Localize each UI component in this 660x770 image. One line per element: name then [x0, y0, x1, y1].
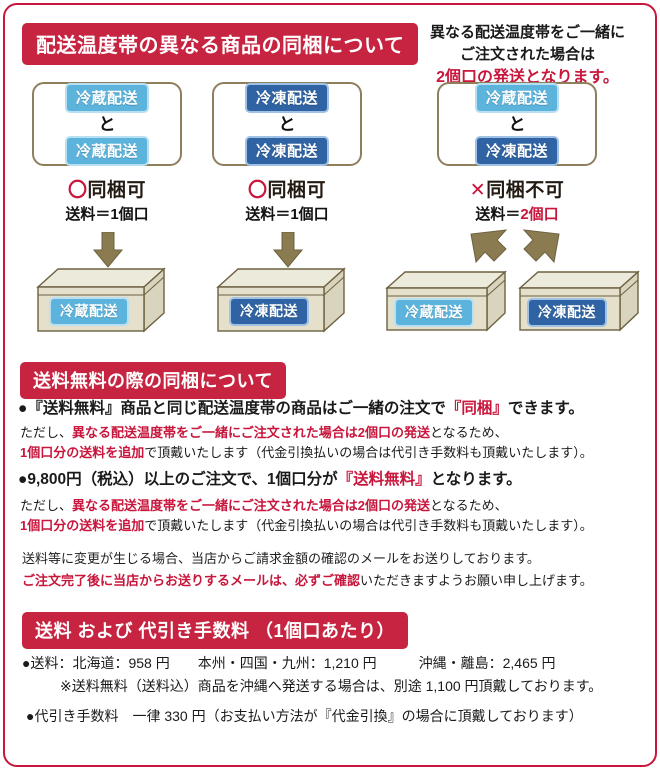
verdict: 〇同梱可 [32, 175, 182, 202]
block2-sub1-c: となるため、 [430, 498, 508, 513]
block1-sub1-a: ただし、 [20, 425, 73, 440]
section3-line2: ※送料無料（送料込）商品を沖縄へ発送する場合は、別途 1,100 円頂戴しており… [60, 678, 603, 694]
verdict: ✕同梱不可 [437, 175, 597, 202]
badge-top: 冷蔵配送 [474, 82, 559, 113]
block1-lead-c: できます。 [507, 400, 584, 417]
block1-lead: ●『送料無料』商品と同じ配送温度帯の商品はご一緒の注文で『同梱』できます。 [18, 399, 584, 419]
parcel-badge: 冷凍配送 [527, 298, 607, 327]
block2-lead-b: 『送料無料』 [337, 471, 431, 488]
page-frame [3, 3, 657, 767]
section1-note-line3: 2個口の発送となります。 [436, 68, 619, 86]
section1-note-line2: ご注文された場合は [459, 45, 595, 63]
section3-line3: ●代引き手数料 一律 330 円（お支払い方法が『代金引換』の場合に頂戴しており… [26, 708, 583, 724]
block1-sub2: 1個口分の送料を追加で頂戴いたします（代金引換払いの場合は代引き手数料も頂戴いた… [20, 443, 593, 463]
badge-top: 冷凍配送 [244, 82, 329, 113]
fee-line: 送料＝1個口 [32, 203, 182, 224]
combo-box: 冷凍配送 と 冷凍配送 [212, 82, 362, 166]
joiner-label: と [508, 114, 526, 134]
verdict-label: 同梱不可 [486, 180, 565, 201]
block2-lead-a: ●9,800円（税込）以上のご注文で、1個口分が [18, 471, 338, 488]
parcel-badge-wrap: 冷蔵配送 [44, 297, 134, 326]
section1-note-line1: 異なる配送温度帯をご一緒に [429, 24, 625, 41]
block2-sub1: ただし、異なる配送温度帯をご一緒にご注文された場合は2個口の発送となるため、 [20, 496, 508, 516]
block2-lead-c: となります。 [430, 471, 522, 488]
joiner-label: と [278, 114, 296, 134]
badge-top: 冷蔵配送 [64, 82, 149, 113]
fee-line: 送料＝1個口 [212, 203, 362, 224]
fee-prefix: 送料＝ [65, 206, 111, 223]
combo-box: 冷蔵配送 と 冷凍配送 [437, 82, 597, 166]
block1-sub2-a: 1個口分の送料を追加 [20, 445, 145, 460]
panel-chilled-frozen: 冷蔵配送 と 冷凍配送 ✕同梱不可 送料＝2個口 [437, 82, 597, 224]
block2-sub1-b: 異なる配送温度帯をご一緒にご注文された場合は2個口の発送 [72, 498, 430, 513]
block2-sub2: 1個口分の送料を追加で頂戴いたします（代金引換払いの場合は代引き手数料も頂戴いた… [20, 516, 593, 536]
panel-frozen-frozen: 冷凍配送 と 冷凍配送 〇同梱可 送料＝1個口 [212, 82, 362, 224]
parcel-badge: 冷蔵配送 [394, 298, 474, 327]
block1-lead-a: ●『送料無料』商品と同じ配送温度帯の商品はご一緒の注文で [18, 400, 446, 417]
mail-note-line2-b: いただきますようお願い申し上げます。 [360, 573, 593, 588]
parcel-badge-wrap: 冷蔵配送 [391, 298, 477, 327]
joiner-label: と [98, 114, 116, 134]
verdict-mark-icon: 〇 [67, 180, 88, 201]
block1-sub1-c: となるため、 [430, 425, 508, 440]
badge-bottom: 冷凍配送 [244, 135, 329, 166]
block2-sub1-a: ただし、 [20, 498, 73, 513]
fee-prefix: 送料＝ [475, 206, 521, 223]
section1-note: 異なる配送温度帯をご一緒に ご注文された場合は 2個口の発送となります。 [410, 22, 645, 89]
fee-line: 送料＝2個口 [437, 203, 597, 224]
block1-sub1: ただし、異なる配送温度帯をご一緒にご注文された場合は2個口の発送となるため、 [20, 423, 508, 443]
panel-chilled-chilled: 冷蔵配送 と 冷蔵配送 〇同梱可 送料＝1個口 [32, 82, 182, 224]
fee-value: 1個口 [110, 206, 149, 223]
section3-line1: ●送料：北海道：958 円 本州・四国・九州：1,210 円 沖縄・離島：2,4… [22, 655, 556, 671]
verdict-label: 同梱可 [87, 180, 147, 201]
block2-sub2-b: で頂戴いたします（代金引換払いの場合は代引き手数料も頂戴いたします）。 [144, 518, 593, 533]
fee-value: 2個口 [520, 206, 559, 223]
verdict-mark-icon: 〇 [247, 180, 268, 201]
mail-note-line2-a: ご注文完了後に当店からお送りするメールは、必ずご確認 [22, 573, 361, 588]
fee-value: 1個口 [290, 206, 329, 223]
arrow-diagonal-right-icon [522, 229, 560, 264]
parcel-badge: 冷凍配送 [229, 297, 309, 326]
block1-lead-b: 『同梱』 [445, 400, 508, 417]
verdict-mark-icon: ✕ [469, 180, 487, 201]
mail-note-line1: 送料等に変更が生じる場合、当店からご請求金額の確認のメールをお送りしております。 [22, 551, 540, 566]
badge-bottom: 冷蔵配送 [64, 135, 149, 166]
section3-heading: 送料 および 代引き手数料 （1個口あたり） [22, 612, 409, 649]
arrow-diagonal-left-icon [470, 229, 508, 264]
verdict: 〇同梱可 [212, 175, 362, 202]
combo-box: 冷蔵配送 と 冷蔵配送 [32, 82, 182, 166]
parcel-badge-wrap: 冷凍配送 [524, 298, 610, 327]
verdict-label: 同梱可 [267, 180, 327, 201]
block1-sub2-b: で頂戴いたします（代金引換払いの場合は代引き手数料も頂戴いたします）。 [144, 445, 593, 460]
parcel-badge-wrap: 冷凍配送 [224, 297, 314, 326]
mail-note-line2: ご注文完了後に当店からお送りするメールは、必ずご確認いただきますようお願い申し上… [22, 571, 593, 591]
section1-heading: 配送温度帯の異なる商品の同梱について [22, 23, 419, 65]
block2-sub2-a: 1個口分の送料を追加 [20, 518, 145, 533]
block2-lead: ●9,800円（税込）以上のご注文で、1個口分が『送料無料』となります。 [18, 470, 522, 490]
parcel-badge: 冷蔵配送 [49, 297, 129, 326]
arrow-down-icon [273, 232, 303, 268]
badge-bottom: 冷凍配送 [474, 135, 559, 166]
block1-sub1-b: 異なる配送温度帯をご一緒にご注文された場合は2個口の発送 [72, 425, 430, 440]
fee-prefix: 送料＝ [245, 206, 291, 223]
arrow-down-icon [93, 232, 123, 268]
section2-heading: 送料無料の際の同梱について [20, 362, 286, 399]
